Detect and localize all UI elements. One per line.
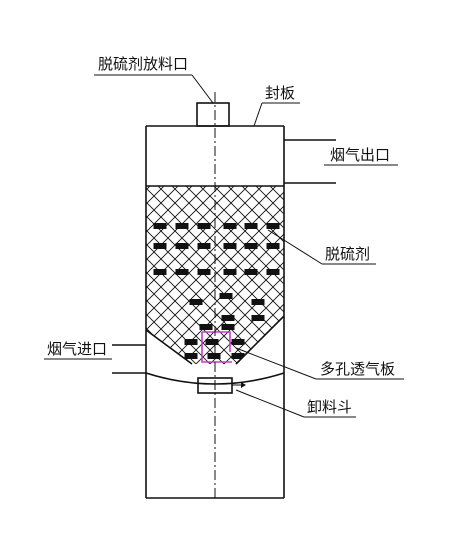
- sorbent-block: [197, 269, 211, 275]
- discharge-hopper-label: 卸料斗: [307, 398, 352, 416]
- sorbent-block: [231, 353, 245, 359]
- sorbent-block: [244, 269, 258, 275]
- sorbent-block: [223, 243, 237, 249]
- sorbent-block: [153, 269, 167, 275]
- sorbent-block: [231, 339, 245, 345]
- outlet-port-nozzle: [196, 102, 230, 127]
- sorbent-block: [199, 324, 213, 330]
- sorbent-block: [251, 315, 265, 321]
- sorbent-block: [251, 299, 265, 305]
- sorbent-block: [244, 223, 258, 229]
- desulfurizer-label: 脱硫剂: [325, 245, 370, 263]
- sorbent-block: [175, 269, 189, 275]
- sorbent-block: [223, 269, 237, 275]
- gas-inlet-label: 烟气进口: [47, 340, 107, 358]
- sorbent-block: [205, 339, 219, 345]
- sorbent-block: [197, 243, 211, 249]
- sorbent-block: [184, 339, 198, 345]
- gas-inlet-pipe: [112, 344, 146, 374]
- sorbent-block: [266, 223, 280, 229]
- sorbent-block: [223, 223, 237, 229]
- gas-outlet-label: 烟气出口: [330, 146, 390, 164]
- sorbent-block: [266, 243, 280, 249]
- sorbent-block: [184, 353, 198, 359]
- sorbent-block: [207, 353, 221, 359]
- sorbent-block: [153, 243, 167, 249]
- sorbent-block: [221, 324, 235, 330]
- highlight-marker: [201, 331, 232, 363]
- seal-plate-label: 封板: [265, 84, 295, 102]
- gas-outlet-pipe: [284, 139, 336, 184]
- sorbent-block: [153, 223, 167, 229]
- sorbent-block: [175, 223, 189, 229]
- sorbent-block: [244, 243, 258, 249]
- sorbent-block: [219, 293, 233, 299]
- sorbent-block: [175, 243, 189, 249]
- leader-lines: [44, 74, 404, 418]
- sorbent-block: [266, 269, 280, 275]
- porous-plate-label: 多孔透气板: [320, 360, 395, 378]
- sorbent-block: [189, 299, 203, 305]
- outlet-port-label: 脱硫剂放料口: [98, 55, 188, 73]
- sorbent-block: [221, 315, 235, 321]
- sorbent-blocks: [153, 223, 280, 359]
- sorbent-block: [197, 223, 211, 229]
